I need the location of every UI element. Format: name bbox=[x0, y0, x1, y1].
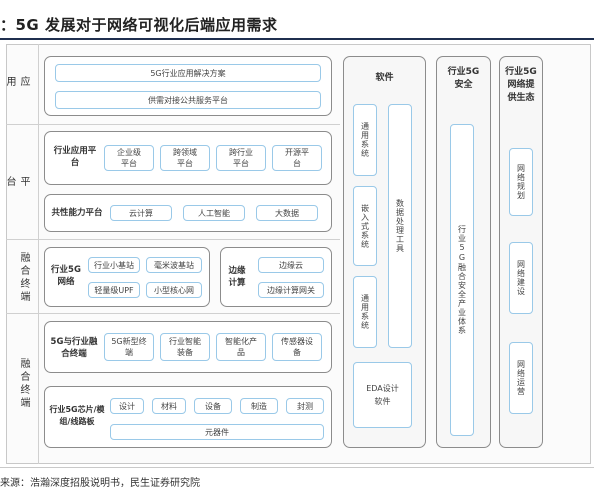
chip-item: 制造 bbox=[240, 398, 278, 414]
network-item: 行业小基站 bbox=[88, 257, 140, 273]
software-item: 通用系统 bbox=[353, 104, 377, 176]
software-item: 嵌入式系统 bbox=[353, 186, 377, 266]
terminal-item: 行业智能装备 bbox=[160, 333, 210, 361]
chip-item: 设备 bbox=[194, 398, 232, 414]
platform-item: 企业级平台 bbox=[104, 145, 154, 171]
security-system: 行业5G融合安全产业体系 bbox=[450, 124, 474, 436]
capability-item: 人工智能 bbox=[183, 205, 245, 221]
industry-5g-network-label: 行业5G网络 bbox=[51, 265, 81, 287]
footer-divider bbox=[0, 467, 594, 468]
row-divider bbox=[6, 239, 340, 240]
edge-item: 边缘计算网关 bbox=[258, 282, 324, 298]
network-item: 小型核心网 bbox=[146, 282, 202, 298]
terminal-item: 智能化产品 bbox=[216, 333, 266, 361]
ecosystem-item: 网络运营 bbox=[509, 342, 533, 414]
page-title: ：5G 发展对于网络可视化后端应用需求 bbox=[0, 16, 278, 34]
terminal-item: 5G新型终端 bbox=[104, 333, 154, 361]
platform-item: 开源平台 bbox=[272, 145, 322, 171]
row-label-convergence-1: 融合终端 bbox=[18, 252, 29, 304]
platform-item: 跨领域平台 bbox=[160, 145, 210, 171]
data-processing-tool: 数据处理工具 bbox=[388, 104, 412, 348]
network-item: 轻量级UPF bbox=[88, 282, 140, 298]
row-label-app: 应用 bbox=[4, 76, 29, 94]
app-item: 供需对接公共服务平台 bbox=[55, 91, 321, 109]
security-header: 行业5G安全 bbox=[447, 67, 480, 90]
row-divider bbox=[6, 124, 340, 125]
row-label-platform: 平台 bbox=[4, 176, 29, 194]
component-item: 元器件 bbox=[110, 424, 324, 440]
network-item: 毫米波基站 bbox=[146, 257, 202, 273]
row-divider bbox=[6, 313, 340, 314]
row-label-convergence-2: 融合终端 bbox=[18, 358, 29, 410]
chip-item: 设计 bbox=[110, 398, 144, 414]
software-header: 软件 bbox=[375, 73, 394, 83]
terminal-label: 5G与行业融合终端 bbox=[50, 337, 98, 359]
capability-item: 大数据 bbox=[256, 205, 318, 221]
platform-item: 跨行业平台 bbox=[216, 145, 266, 171]
capability-platform-label: 共性能力平台 bbox=[51, 208, 103, 218]
ecosystem-item: 网络规划 bbox=[509, 148, 533, 216]
chip-item: 封测 bbox=[286, 398, 324, 414]
terminal-item: 传感器设备 bbox=[272, 333, 322, 361]
capability-item: 云计算 bbox=[110, 205, 172, 221]
ecosystem-header: 行业5G网络提供生态 bbox=[505, 67, 537, 103]
edge-item: 边缘云 bbox=[258, 257, 324, 273]
title-underline bbox=[0, 38, 594, 40]
eda-software: EDA设计软件 bbox=[353, 362, 412, 428]
ecosystem-item: 网络建设 bbox=[509, 242, 533, 314]
app-item: 5G行业应用解决方案 bbox=[55, 64, 321, 82]
chip-module-label: 行业5G芯片/模组/线路板 bbox=[49, 405, 105, 426]
software-item: 通用系统 bbox=[353, 276, 377, 348]
source-note: 来源：浩瀚深度招股说明书，民生证券研究院 bbox=[0, 478, 200, 489]
chip-item: 材料 bbox=[152, 398, 186, 414]
edge-computing-label: 边缘计算 bbox=[228, 266, 246, 288]
industry-platform-label: 行业应用平台 bbox=[53, 146, 97, 168]
label-column-divider bbox=[38, 44, 39, 464]
